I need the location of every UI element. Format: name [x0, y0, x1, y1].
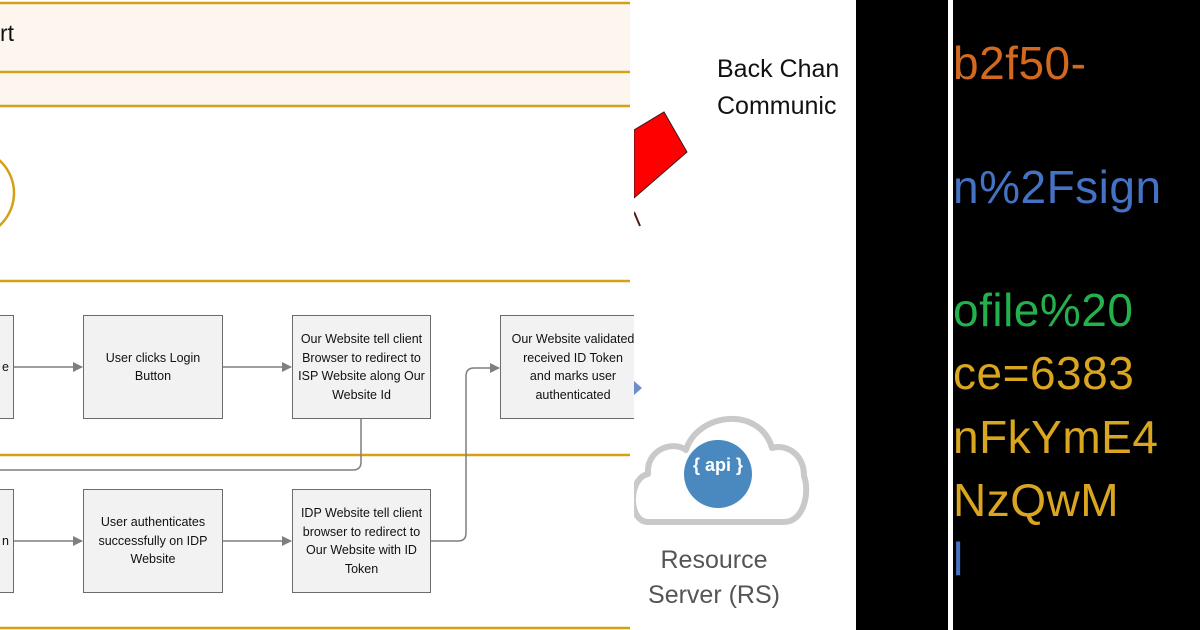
url-fragment: nFkYmE4: [953, 411, 1159, 463]
connector-down-loop: [0, 419, 362, 471]
connector-up-to-validate: [431, 363, 500, 542]
flowchart-canvas: [0, 1, 630, 630]
lane-title: rt: [0, 20, 15, 46]
url-fragment: b2f50-: [953, 37, 1087, 89]
back-channel-label-line1: Back Chan: [717, 55, 840, 83]
panel-divider: [948, 0, 953, 630]
resource-server-canvas: [634, 111, 810, 525]
api-badge-circle: [684, 440, 752, 508]
resource-server-label-line1: Resource: [660, 546, 768, 574]
url-fragment: l: [953, 533, 964, 585]
process-box-idp-authenticate: User authenticates successfully on IDP W…: [83, 489, 223, 593]
process-box-validate-token: Our Website validated received ID Token …: [500, 315, 634, 419]
process-box-login-click: User clicks Login Button: [83, 315, 223, 419]
resource-server-label-line2: Server (RS): [648, 581, 780, 609]
process-box-text: User authenticates successfully on IDP W…: [98, 515, 208, 567]
black-strip-panel: [856, 0, 948, 630]
url-fragments-panel: b2f50- n%2Fsign ofile%20 ce=6383 nFkYmE4…: [953, 0, 1200, 630]
url-fragment: NzQwM: [953, 474, 1120, 526]
process-box-redirect-to-isp: Our Website tell client Browser to redir…: [292, 315, 431, 419]
url-fragment: ofile%20: [953, 284, 1134, 336]
process-box-text: User clicks Login Button: [105, 350, 201, 384]
process-box-partial-bottom: d n: [0, 489, 14, 593]
api-label: { api }: [692, 455, 744, 475]
back-channel-label-line2: Communic: [717, 92, 837, 120]
process-box-text: e: [2, 359, 9, 374]
process-box-text: d n: [0, 533, 9, 548]
blue-arrow-tip: [634, 381, 642, 395]
lane-sub-band: [0, 74, 630, 106]
url-fragment: ce=6383: [953, 347, 1135, 399]
process-box-text: Our Website validated received ID Token …: [511, 332, 634, 402]
process-box-text: Our Website tell client Browser to redir…: [298, 332, 425, 402]
process-box-partial-top: e: [0, 315, 14, 419]
start-node-circle: [0, 159, 16, 227]
arrow-tail-line: [634, 211, 641, 227]
lane-header-band: [0, 4, 630, 72]
flowchart-panel: rt e User clicks Login Button Our Websit…: [0, 0, 634, 630]
process-box-text: IDP Website tell client browser to redir…: [300, 506, 423, 576]
resource-server-panel: Back Chan Communic { api } Resource Serv…: [634, 0, 856, 630]
red-arrow-shape: [634, 111, 688, 199]
url-fragment: n%2Fsign: [953, 161, 1162, 213]
process-box-idp-redirect-back: IDP Website tell client browser to redir…: [292, 489, 431, 593]
